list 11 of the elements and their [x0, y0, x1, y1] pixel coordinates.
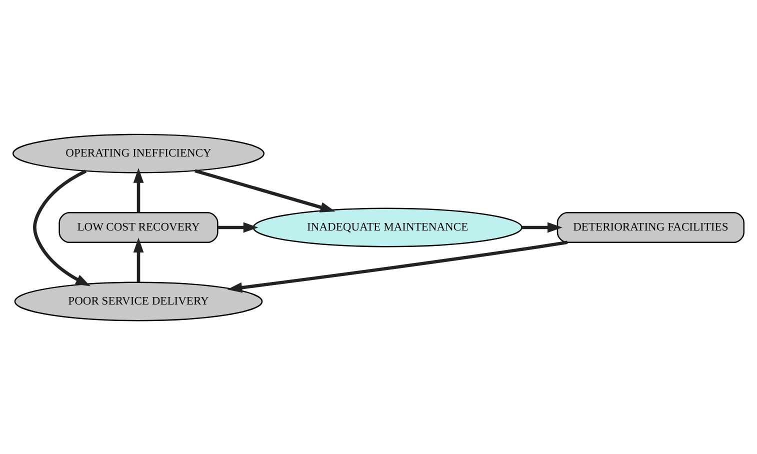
arrow — [133, 168, 144, 212]
arrow — [133, 237, 144, 282]
arrow — [33, 169, 91, 286]
node-ellipse: INADEQUATE MAINTENANCE — [252, 207, 522, 247]
node-ellipse: OPERATING INEFFICIENCY — [12, 133, 265, 173]
arrow — [218, 222, 258, 232]
node-box: DETERIORATING FACILITIES — [556, 212, 744, 242]
arrow — [194, 168, 336, 212]
arrow — [522, 222, 562, 232]
arrow — [227, 240, 568, 292]
node-box: LOW COST RECOVERY — [58, 212, 218, 242]
